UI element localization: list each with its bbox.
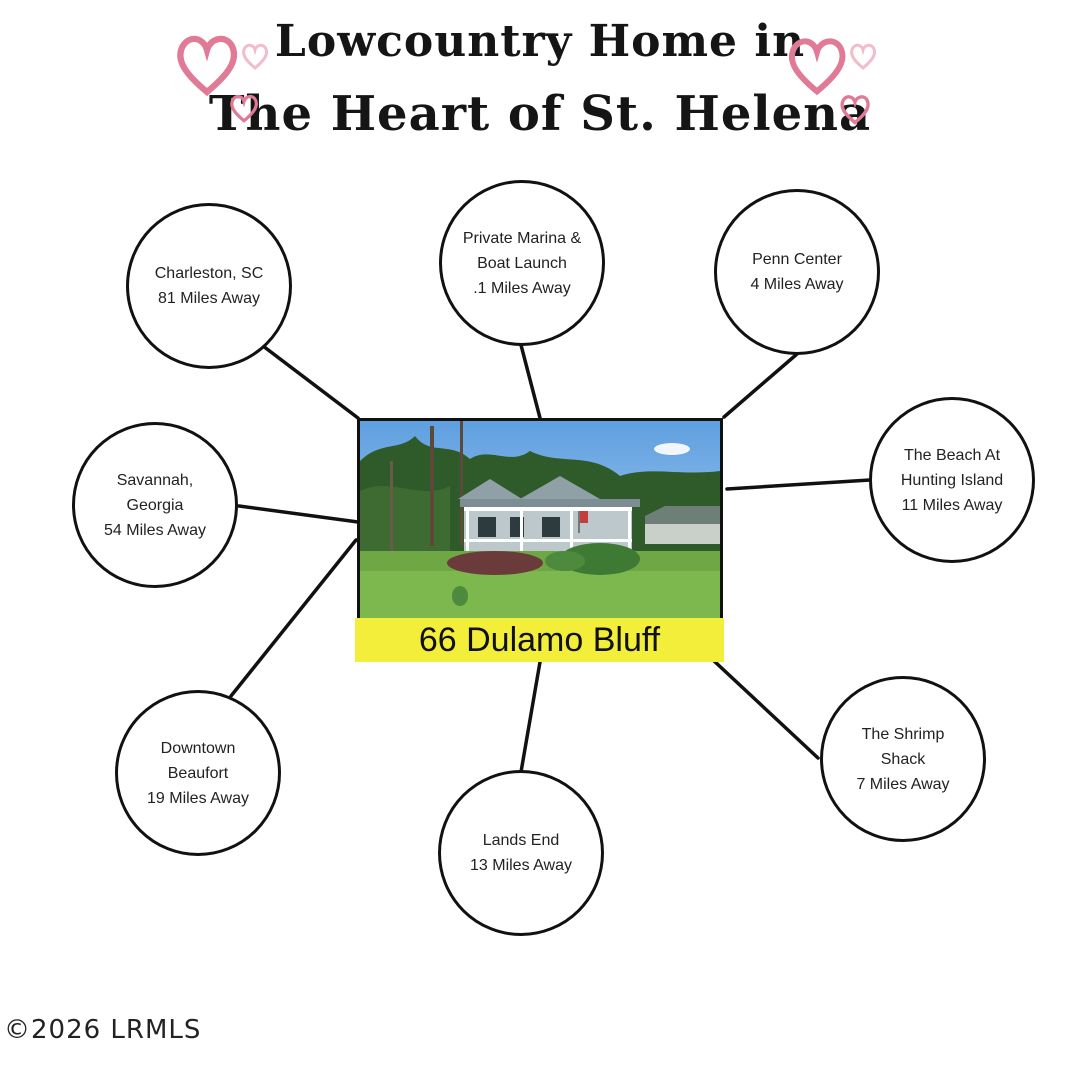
location-name: Savannah, Georgia: [116, 471, 194, 514]
location-distance: 81 Miles Away: [158, 290, 260, 307]
heart-icon: [850, 43, 877, 70]
connector-line: [519, 660, 542, 774]
heart-icon: [242, 43, 269, 70]
title-line-1: Lowcountry Home in: [274, 16, 806, 67]
connector-line: [519, 343, 542, 420]
heart-icon: [230, 94, 258, 123]
title-line-2: The Heart of St. Helena: [208, 86, 872, 142]
location-distance: .1 Miles Away: [473, 279, 571, 297]
location-node-penn-center: Penn Center 4 Miles Away: [714, 189, 880, 355]
connector-line: [722, 352, 799, 419]
connector-line: [229, 538, 358, 698]
location-node-charleston: Charleston, SC 81 Miles Away: [126, 203, 292, 369]
location-name: The Shrimp Shack: [861, 725, 945, 768]
location-distance: 11 Miles Away: [901, 496, 1003, 514]
location-name: Penn Center: [752, 251, 842, 268]
location-name: Lands End: [482, 832, 560, 849]
location-name: Downtown Beaufort: [160, 739, 236, 782]
location-distance: 19 Miles Away: [147, 789, 249, 807]
house-photo: [357, 418, 723, 623]
heart-icon: [177, 35, 238, 97]
heart-icon: [840, 95, 870, 125]
location-name: The Beach At Hunting Island: [900, 446, 1004, 489]
location-node-private-marina: Private Marina & Boat Launch .1 Miles Aw…: [439, 180, 605, 346]
connector-line: [237, 504, 360, 524]
location-distance: 7 Miles Away: [856, 775, 950, 793]
house-photo-illustration: [360, 421, 720, 620]
location-node-hunting-island: The Beach At Hunting Island 11 Miles Awa…: [869, 397, 1035, 563]
location-distance: 4 Miles Away: [750, 276, 844, 293]
location-distance: 54 Miles Away: [104, 521, 206, 539]
location-name: Private Marina & Boat Launch: [462, 229, 582, 272]
location-node-lands-end: Lands End 13 Miles Away: [438, 770, 604, 936]
connector-line: [725, 478, 872, 491]
location-name: Charleston, SC: [154, 265, 264, 282]
location-node-savannah: Savannah, Georgia 54 Miles Away: [72, 422, 238, 588]
location-distance: 13 Miles Away: [470, 857, 572, 874]
location-node-downtown-beaufort: Downtown Beaufort 19 Miles Away: [115, 690, 281, 856]
copyright-text: ©2026 LRMLS: [4, 1015, 202, 1045]
connector-line: [711, 658, 820, 760]
connector-line: [261, 344, 360, 420]
address-label: 66 Dulamo Bluff: [355, 618, 724, 662]
heart-icon: [788, 38, 846, 96]
location-node-shrimp-shack: The Shrimp Shack 7 Miles Away: [820, 676, 986, 842]
